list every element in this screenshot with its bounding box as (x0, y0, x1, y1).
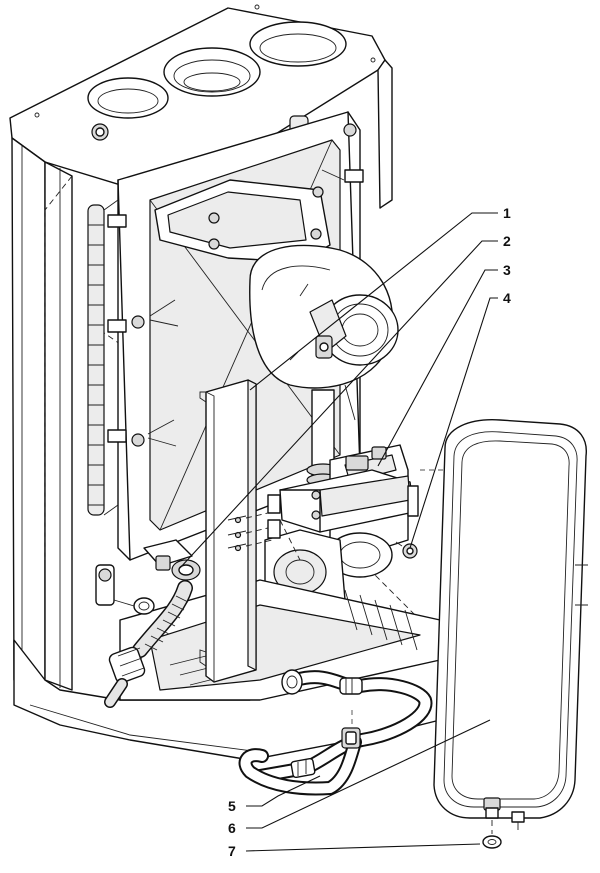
side-bracket (199, 379, 273, 683)
sealing-washer (482, 820, 502, 849)
callout-3: 3 (503, 262, 511, 278)
pipe-nut-middle (339, 677, 363, 695)
flex-hose (104, 580, 193, 708)
expansion-vessel (433, 419, 588, 830)
callout-6: 6 (228, 820, 236, 836)
pipe-nut-front (290, 757, 316, 779)
callout-labels: 1 2 3 4 5 6 7 (228, 205, 511, 859)
left-fittings (95, 564, 155, 615)
callout-7: 7 (228, 843, 236, 859)
callout-4: 4 (503, 290, 511, 306)
burner-hood (154, 179, 331, 263)
pipe-nut-lower (341, 727, 361, 749)
callout-1: 1 (503, 205, 511, 221)
leader-lines (179, 212, 498, 852)
fan-assembly (249, 244, 399, 389)
bleed-nipple (395, 541, 418, 559)
flue-openings (34, 4, 376, 146)
flow-sensor (143, 539, 201, 581)
callout-5: 5 (228, 798, 236, 814)
connecting-pipe (238, 669, 433, 796)
coil-tubes (87, 199, 119, 516)
pipe-nut-left (281, 669, 303, 695)
valve-bracket (267, 469, 419, 561)
callout-2: 2 (503, 233, 511, 249)
